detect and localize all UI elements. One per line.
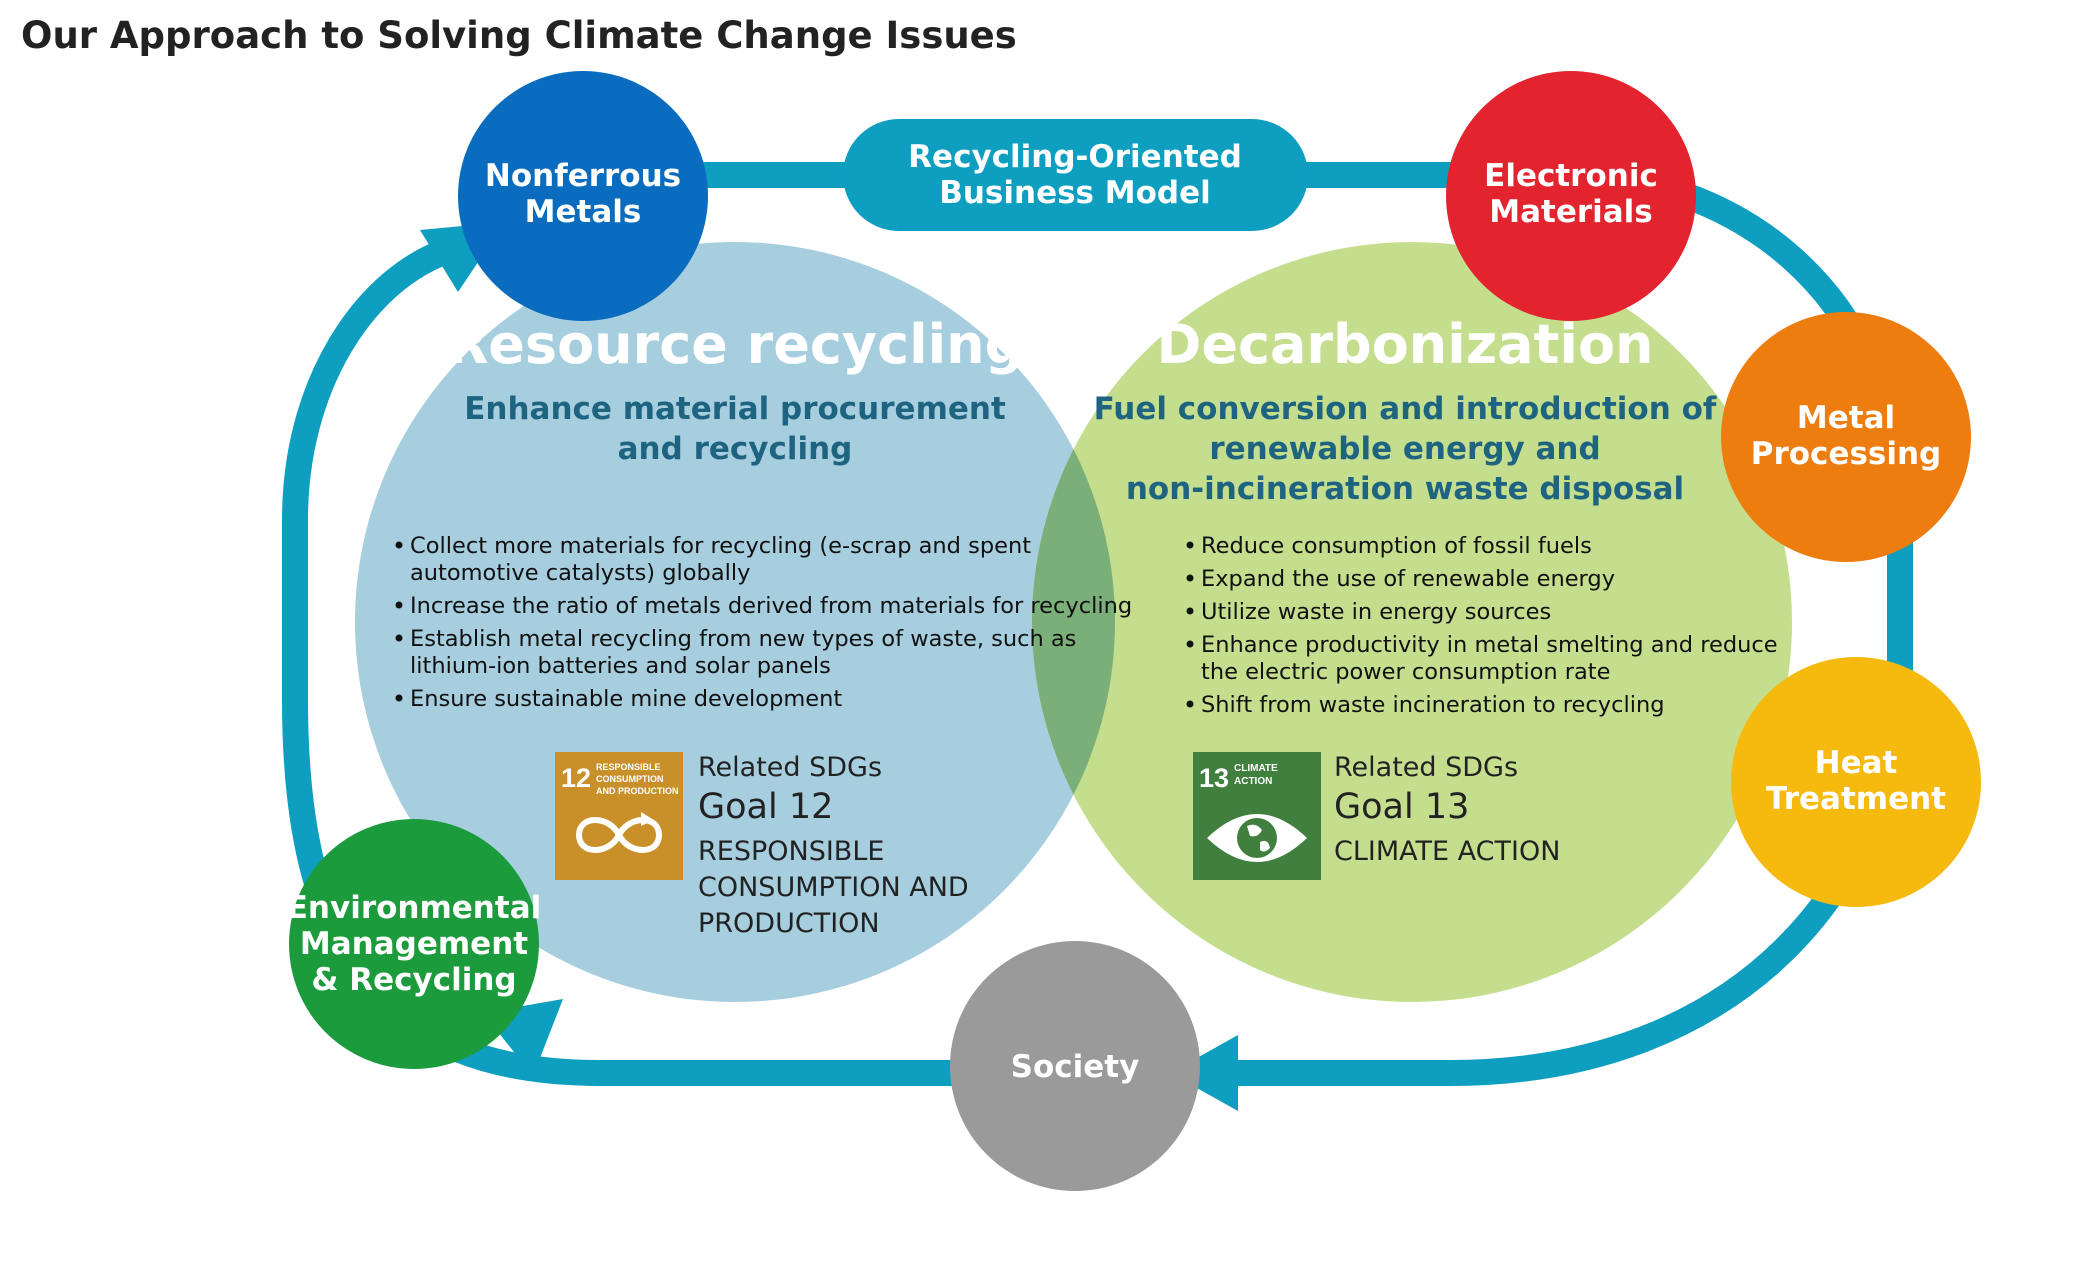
sdg-13-icon: 13 CLIMATE ACTION: [1193, 752, 1321, 880]
resource-subtitle-2: and recycling: [618, 431, 853, 467]
sdg-13-text-1: CLIMATE: [1234, 763, 1278, 774]
resource-bullet-dot: [395, 634, 403, 642]
decarb-bullet-dot: [1186, 574, 1194, 582]
resource-bullet-text: Ensure sustainable mine development: [410, 686, 842, 712]
sdg-13-goal: Goal 13: [1334, 787, 1469, 827]
sdg-12-text-1: RESPONSIBLE: [596, 762, 661, 772]
node-society-label: Society: [1011, 1049, 1140, 1085]
resource-bullet-text: Establish metal recycling from new types…: [410, 626, 1076, 652]
sdg-12-name-2: CONSUMPTION AND: [698, 872, 969, 903]
decarb-title: Decarbonization: [1157, 313, 1654, 376]
business-model-label-2: Business Model: [939, 175, 1211, 211]
resource-bullet-text: automotive catalysts) globally: [410, 560, 750, 586]
sdg-13-related: Related SDGs: [1334, 752, 1518, 783]
node-nonferrous-label-2: Metals: [525, 194, 642, 230]
sdg-12-text-3: AND PRODUCTION: [596, 786, 679, 796]
resource-bullet-list: Collect more materials for recycling (e-…: [395, 533, 1132, 712]
node-electronic-label-1: Electronic: [1484, 158, 1658, 194]
decarb-bullet-text: Reduce consumption of fossil fuels: [1201, 533, 1592, 559]
decarb-bullet-text: Enhance productivity in metal smelting a…: [1201, 632, 1778, 658]
decarb-subtitle-3: non-incineration waste disposal: [1126, 471, 1684, 507]
node-heat-treatment: Heat Treatment: [1731, 657, 1981, 907]
decarb-subtitle-2: renewable energy and: [1209, 431, 1600, 467]
resource-recycling-circle: [355, 242, 1115, 1002]
decarb-subtitle-1: Fuel conversion and introduction of: [1094, 391, 1717, 427]
sdg-12-icon: 12 RESPONSIBLE CONSUMPTION AND PRODUCTIO…: [555, 752, 683, 880]
sdg-12-goal: Goal 12: [698, 787, 833, 827]
sdg-12-name-3: PRODUCTION: [698, 908, 880, 939]
infinity-icon: [575, 817, 663, 853]
resource-bullet-text: lithium-ion batteries and solar panels: [410, 653, 831, 679]
arrow-left-to-society: [1170, 1035, 1238, 1111]
node-heat-label-1: Heat: [1815, 745, 1898, 781]
resource-subtitle-1: Enhance material procurement: [464, 391, 1006, 427]
globe-icon: [1237, 818, 1277, 858]
resource-bullet-text: Increase the ratio of metals derived fro…: [410, 593, 1132, 619]
sdg-12-text-2: CONSUMPTION: [596, 774, 664, 784]
node-env-label-2: Management: [300, 926, 528, 962]
sdg-13-name-1: CLIMATE ACTION: [1334, 836, 1560, 867]
node-metal-label-2: Processing: [1751, 436, 1942, 472]
sdg-12-related: Related SDGs: [698, 752, 882, 783]
decarb-bullet-dot: [1186, 541, 1194, 549]
resource-bullet-dot: [395, 541, 403, 549]
node-electronic-label-2: Materials: [1489, 194, 1653, 230]
node-electronic-materials: Electronic Materials: [1446, 71, 1696, 321]
decarb-bullet-text: Expand the use of renewable energy: [1201, 566, 1615, 592]
decarb-bullet-text: the electric power consumption rate: [1201, 659, 1610, 685]
sdg-12-number: 12: [561, 763, 591, 793]
node-env-label-1: Environmental: [287, 890, 542, 926]
node-nonferrous-metals: Nonferrous Metals: [458, 71, 708, 321]
node-nonferrous-label-1: Nonferrous: [485, 158, 681, 194]
node-env-label-3: & Recycling: [311, 962, 516, 998]
decarb-bullet-text: Utilize waste in energy sources: [1201, 599, 1551, 625]
page-title: Our Approach to Solving Climate Change I…: [21, 14, 1017, 57]
decarb-bullet-text: Shift from waste incineration to recycli…: [1201, 692, 1665, 718]
resource-bullet-dot: [395, 694, 403, 702]
resource-title: Resource recycling: [447, 313, 1024, 376]
node-metal-label-1: Metal: [1797, 400, 1895, 436]
decarb-bullet-list: Reduce consumption of fossil fuelsExpand…: [1186, 533, 1778, 718]
decarb-bullet-dot: [1186, 607, 1194, 615]
node-metal-processing: Metal Processing: [1721, 312, 1971, 562]
resource-bullet-dot: [395, 601, 403, 609]
business-model-label-1: Recycling-Oriented: [908, 139, 1242, 175]
node-society: Society: [950, 941, 1200, 1191]
sdg-13-text-2: ACTION: [1234, 776, 1272, 787]
resource-bullet-text: Collect more materials for recycling (e-…: [410, 533, 1031, 559]
business-model-pill: Recycling-Oriented Business Model: [843, 119, 1308, 231]
sdg-13-number: 13: [1199, 763, 1229, 793]
node-environmental-management: Environmental Management & Recycling: [287, 819, 542, 1069]
decarb-bullet-dot: [1186, 640, 1194, 648]
sdg-12-name-1: RESPONSIBLE: [698, 836, 884, 867]
decarb-bullet-dot: [1186, 700, 1194, 708]
node-heat-label-2: Treatment: [1766, 781, 1946, 817]
